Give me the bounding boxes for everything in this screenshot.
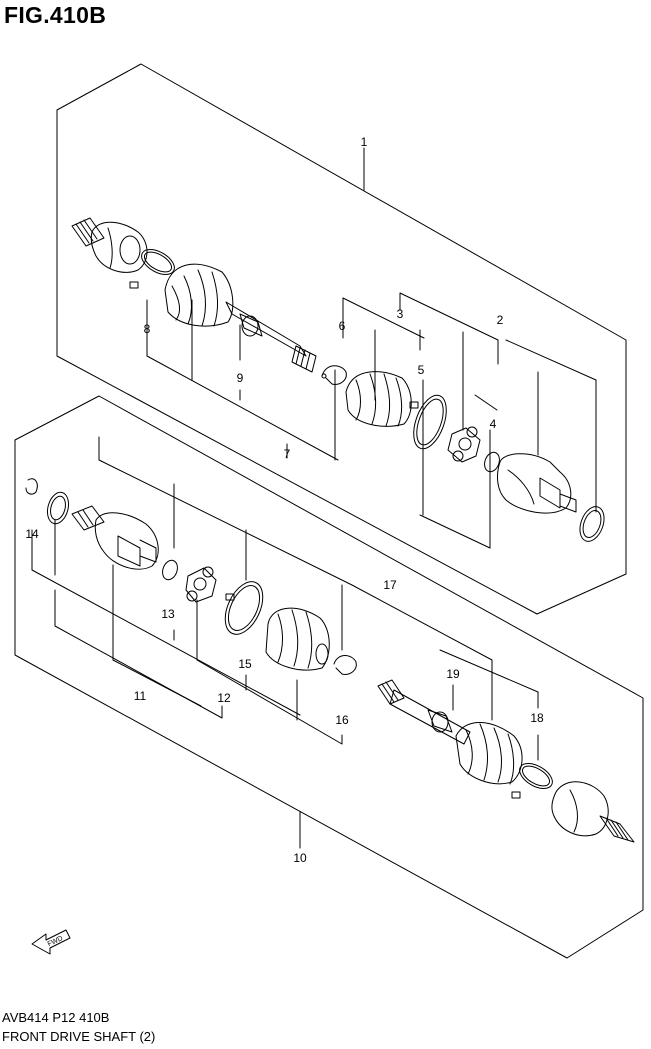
lower-assembly-frame xyxy=(14,395,644,959)
lower-driveshaft-assembly xyxy=(25,478,635,843)
callout-7: 7 xyxy=(284,447,291,461)
upper-assembly-frame xyxy=(56,63,627,615)
callout-15: 15 xyxy=(238,657,252,671)
upper-leader-lines xyxy=(146,147,597,549)
fwd-label: FWD xyxy=(47,935,64,948)
callout-3: 3 xyxy=(397,307,404,321)
callout-10: 10 xyxy=(293,851,307,865)
callout-6: 6 xyxy=(339,319,346,333)
footer-diagram-code: AVB414 P12 410B xyxy=(2,1010,110,1025)
callout-12: 12 xyxy=(217,691,231,705)
callout-5: 5 xyxy=(418,363,425,377)
callout-19: 19 xyxy=(446,667,460,681)
callout-14: 14 xyxy=(25,527,39,541)
callout-1: 1 xyxy=(361,135,368,149)
callout-18: 18 xyxy=(530,711,544,725)
callout-labels: 1 2 3 4 5 6 7 8 9 10 11 12 13 14 15 16 1… xyxy=(25,135,544,865)
callout-16: 16 xyxy=(335,713,349,727)
footer-diagram-name: FRONT DRIVE SHAFT (2) xyxy=(2,1029,156,1044)
callout-17: 17 xyxy=(383,578,397,592)
callout-2: 2 xyxy=(497,313,504,327)
callout-4: 4 xyxy=(490,417,497,431)
figure-title: FIG.410B xyxy=(4,2,107,28)
callout-8: 8 xyxy=(144,322,151,336)
callout-11: 11 xyxy=(134,689,147,703)
callout-9: 9 xyxy=(237,371,244,385)
fwd-arrow-icon: FWD xyxy=(31,929,71,955)
callout-13: 13 xyxy=(161,607,175,621)
lower-leader-lines xyxy=(31,436,539,849)
upper-driveshaft-assembly xyxy=(71,217,605,542)
